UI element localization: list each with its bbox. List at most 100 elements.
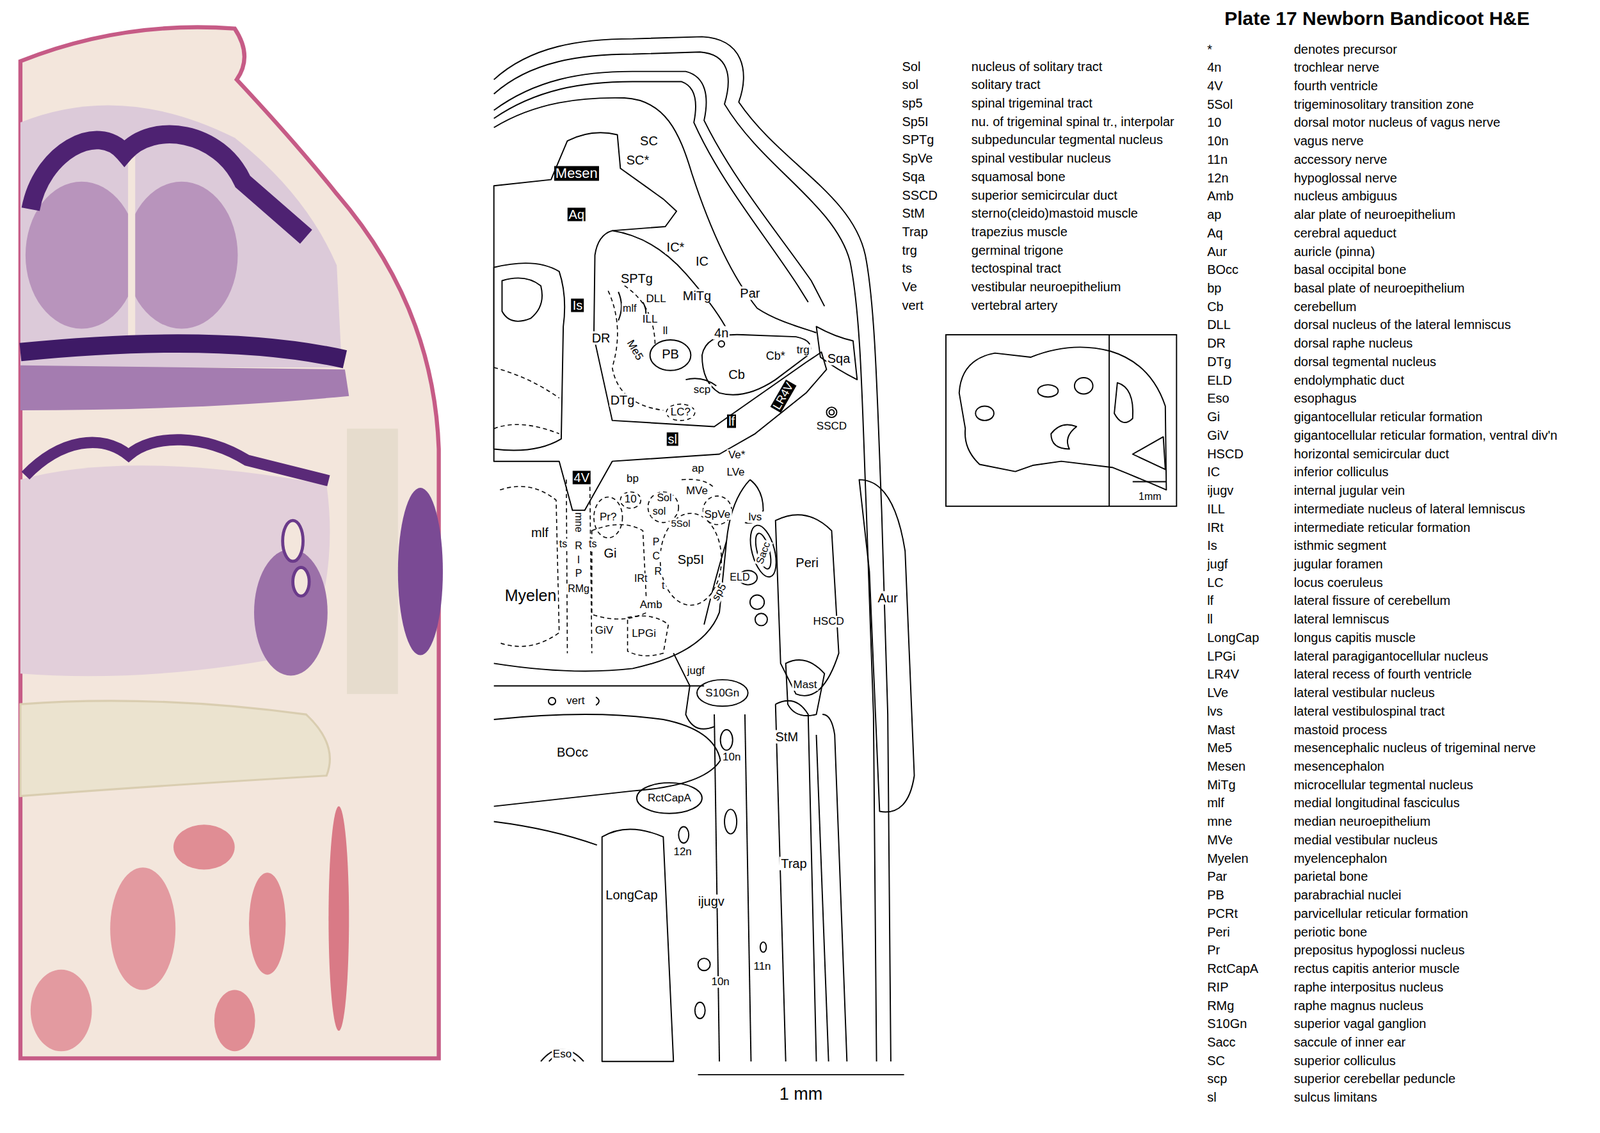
abbreviation: 11n xyxy=(1207,152,1228,166)
he-section xyxy=(30,134,306,237)
schematic-outline xyxy=(494,821,598,845)
structure-label: 10 xyxy=(623,493,639,505)
structure-label: sp5 xyxy=(709,580,729,604)
schematic-outline xyxy=(494,97,817,333)
structure-label: DLL xyxy=(645,293,668,305)
structure-label: 4V xyxy=(572,471,591,485)
schematic-outline xyxy=(720,729,733,751)
abbreviation: scp xyxy=(1207,1072,1227,1086)
abbreviation: Par xyxy=(1207,869,1227,884)
he-section xyxy=(25,181,138,329)
he-section xyxy=(20,700,331,797)
abbreviation-definition: sterno(cleido)mastoid muscle xyxy=(971,206,1138,221)
abbreviation-definition: squamosal bone xyxy=(971,169,1066,184)
abbreviation: LC xyxy=(1207,575,1224,589)
schematic-outline xyxy=(636,782,703,814)
abbreviation: Trap xyxy=(901,224,928,239)
schematic-outline xyxy=(718,341,725,348)
structure-label: Ve* xyxy=(727,449,747,461)
abbreviation: Mesen xyxy=(1207,759,1246,774)
abbreviation: Eso xyxy=(1207,391,1229,406)
structure-label: GiV xyxy=(593,624,615,637)
structure-label: ILL xyxy=(641,313,660,326)
structure-label: SSCD xyxy=(815,421,848,433)
abbreviation: RIP xyxy=(1207,979,1229,994)
he-section xyxy=(293,567,310,596)
structure-label: LR4V xyxy=(770,379,797,413)
structure-label: Peri xyxy=(794,555,820,569)
abbreviation-definition: vertebral artery xyxy=(971,298,1058,312)
structure-label: DTg xyxy=(609,393,637,408)
abbreviation-definition: locus coeruleus xyxy=(1294,575,1384,589)
schematic-outline xyxy=(696,679,749,706)
abbreviation-definition: lateral fissure of cerebellum xyxy=(1294,593,1451,608)
schematic-outline xyxy=(494,51,877,1062)
abbreviation: LVe xyxy=(1207,686,1229,700)
schematic-outline xyxy=(744,714,752,1062)
abbreviation: Aq xyxy=(1207,225,1223,240)
abbreviation: 5Sol xyxy=(1207,97,1233,111)
abbreviation-definition: parvicellular reticular formation xyxy=(1294,906,1469,920)
inset-locator xyxy=(975,406,994,421)
structure-label: MVe xyxy=(684,485,710,497)
structure-label: Sp5I xyxy=(676,552,706,566)
abbreviation-definition: raphe magnus nucleus xyxy=(1294,998,1424,1012)
structure-label: mne xyxy=(573,511,585,534)
atlas-drawing xyxy=(0,0,1177,1133)
structure-label: lf xyxy=(727,414,736,429)
abbreviation-definition: gigantocellular reticular formation, ven… xyxy=(1294,428,1558,442)
structure-label: ELD xyxy=(728,572,751,584)
schematic-outline xyxy=(703,496,733,525)
abbreviation-definition: rectus capitis anterior muscle xyxy=(1294,961,1460,976)
structure-label: 4n xyxy=(712,325,730,340)
he-section xyxy=(214,990,256,1052)
abbreviation: lf xyxy=(1207,593,1214,608)
abbreviation: ijugv xyxy=(1207,483,1234,498)
abbreviation: 10 xyxy=(1207,115,1222,130)
abbreviation: 4n xyxy=(1207,60,1222,75)
schematic-outline xyxy=(775,514,840,696)
abbreviation-definition: periotic bone xyxy=(1294,924,1368,939)
abbreviation: SC xyxy=(1207,1053,1225,1067)
structure-label: scp xyxy=(692,384,712,396)
schematic-outline xyxy=(593,496,623,538)
structure-label: Mast xyxy=(792,679,819,691)
abbreviation: Cb xyxy=(1207,299,1224,313)
schematic-outline xyxy=(540,1048,584,1062)
abbreviation-definition: superior cerebellar peduncle xyxy=(1294,1072,1456,1086)
schematic-outline xyxy=(494,263,566,450)
abbreviation: lvs xyxy=(1207,704,1223,718)
abbreviation: sol xyxy=(901,78,919,92)
structure-label: Me5 xyxy=(624,336,646,363)
structure-label: Amb xyxy=(638,599,664,612)
abbreviation-definition: intermediate nucleus of lateral lemniscu… xyxy=(1294,501,1526,516)
he-section xyxy=(0,0,480,1133)
abbreviation-definition: vestibular neuroepithelium xyxy=(971,280,1121,294)
he-section xyxy=(110,867,176,990)
he-section xyxy=(128,152,136,342)
abbreviation: 12n xyxy=(1207,170,1229,185)
schematic-outline xyxy=(724,808,737,834)
schematic-outline xyxy=(775,704,786,1062)
structure-label: Trap xyxy=(779,856,808,870)
abbreviation-definition: microcellular tegmental nucleus xyxy=(1294,777,1474,792)
abbreviation-definition: subpeduncular tegmental nucleus xyxy=(971,133,1163,147)
structure-label: sl xyxy=(666,432,678,446)
abbreviation: DTg xyxy=(1207,354,1232,368)
abbreviation: GiV xyxy=(1207,428,1229,442)
structure-label: mlf xyxy=(529,526,550,540)
abbreviation: sp5 xyxy=(901,96,923,111)
abbreviation-definition: superior semicircular duct xyxy=(971,188,1118,202)
abbreviation-definition: cerebral aqueduct xyxy=(1294,225,1397,240)
schematic-outline xyxy=(755,613,768,626)
structure-label: SC* xyxy=(625,153,651,168)
schematic-outline xyxy=(750,595,765,610)
structure-label: Is xyxy=(571,298,585,312)
abbreviation-definition: spinal vestibular nucleus xyxy=(971,151,1112,166)
abbreviation-definition: internal jugular vein xyxy=(1294,483,1405,498)
schematic-outline xyxy=(650,339,692,371)
schematic-outline xyxy=(494,684,704,687)
structure-label: Cb xyxy=(727,368,747,382)
abbreviation-definition: lateral vestibulospinal tract xyxy=(1294,704,1446,718)
